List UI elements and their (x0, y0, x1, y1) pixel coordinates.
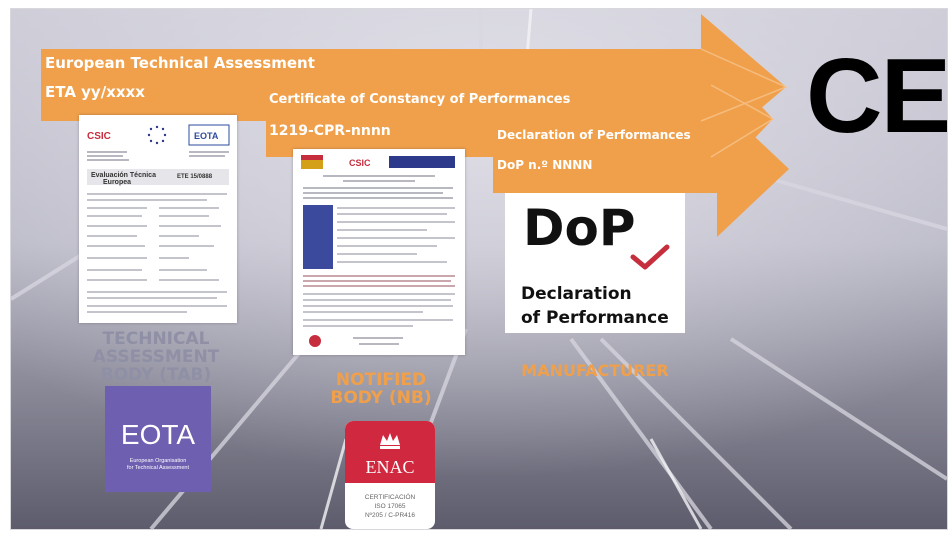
nb-caption-line1: NOTIFIED (335, 370, 427, 390)
enac-name: ENAC (366, 457, 415, 477)
dop-line2: of Performance (521, 308, 669, 328)
arrow-dop (493, 101, 789, 237)
dop-line1: Declaration (521, 284, 632, 304)
dop-logo-card: DoP Declaration of Performance (505, 193, 685, 333)
eta-document: CSIC EOTA Evaluación Técnica Europea ETE… (79, 115, 237, 323)
diagram-frame: European Technical Assessment ETA yy/xxx… (10, 8, 948, 530)
doc-title-line2: Europea (103, 179, 131, 186)
tab-caption: TECHNICAL ASSESSMENT BODY (TAB) (71, 330, 241, 384)
ccp-number: 1219-CPR-nnnn (269, 123, 391, 139)
tab-caption-line2: ASSESSMENT (92, 347, 220, 367)
enac-cert-line1: CERTIFICACIÓN (365, 492, 416, 501)
ccp-document: CSIC (293, 149, 465, 355)
enac-cert-line3: Nº205 / C-PR416 (365, 512, 415, 519)
doc-ref: ETE 15/0888 (177, 174, 213, 180)
tab-caption-line1: TECHNICAL (102, 329, 210, 349)
ccp-title: Certificate of Constancy of Performances (269, 92, 571, 107)
enac-cert-line2: ISO 17065 (374, 503, 405, 510)
eota-logo-sub2: for Technical Assessment (127, 465, 189, 471)
checkmark-icon (630, 244, 670, 270)
enac-logo: ENAC CERTIFICACIÓN ISO 17065 Nº205 / C-P… (345, 421, 435, 529)
crown-icon (380, 433, 400, 449)
tab-caption-line3: BODY (TAB) (100, 365, 212, 385)
highway-background (11, 9, 947, 529)
manufacturer-caption: MANUFACTURER (521, 361, 669, 380)
eta-number: ETA yy/xxxx (45, 83, 145, 101)
nb-csic-logo: CSIC (349, 158, 371, 168)
dop-number: DoP n.º NNNN (497, 158, 593, 172)
eota-logo: EOTA European Organisation for Technical… (105, 386, 211, 492)
nb-caption-line2: BODY (NB) (330, 388, 432, 408)
doc-eota-logo: EOTA (194, 131, 219, 141)
eota-logo-sub1: European Organisation (130, 458, 187, 464)
eta-title: European Technical Assessment (45, 54, 315, 72)
nb-caption: NOTIFIED BODY (NB) (311, 371, 451, 407)
doc-title-line1: Evaluación Técnica (91, 172, 156, 179)
dop-title: Declaration of Performances (497, 128, 691, 142)
csic-logo: CSIC (87, 131, 111, 142)
eota-logo-text: EOTA (121, 419, 195, 450)
ce-mark: CE (806, 37, 948, 155)
dop-big-text: DoP (523, 199, 636, 257)
